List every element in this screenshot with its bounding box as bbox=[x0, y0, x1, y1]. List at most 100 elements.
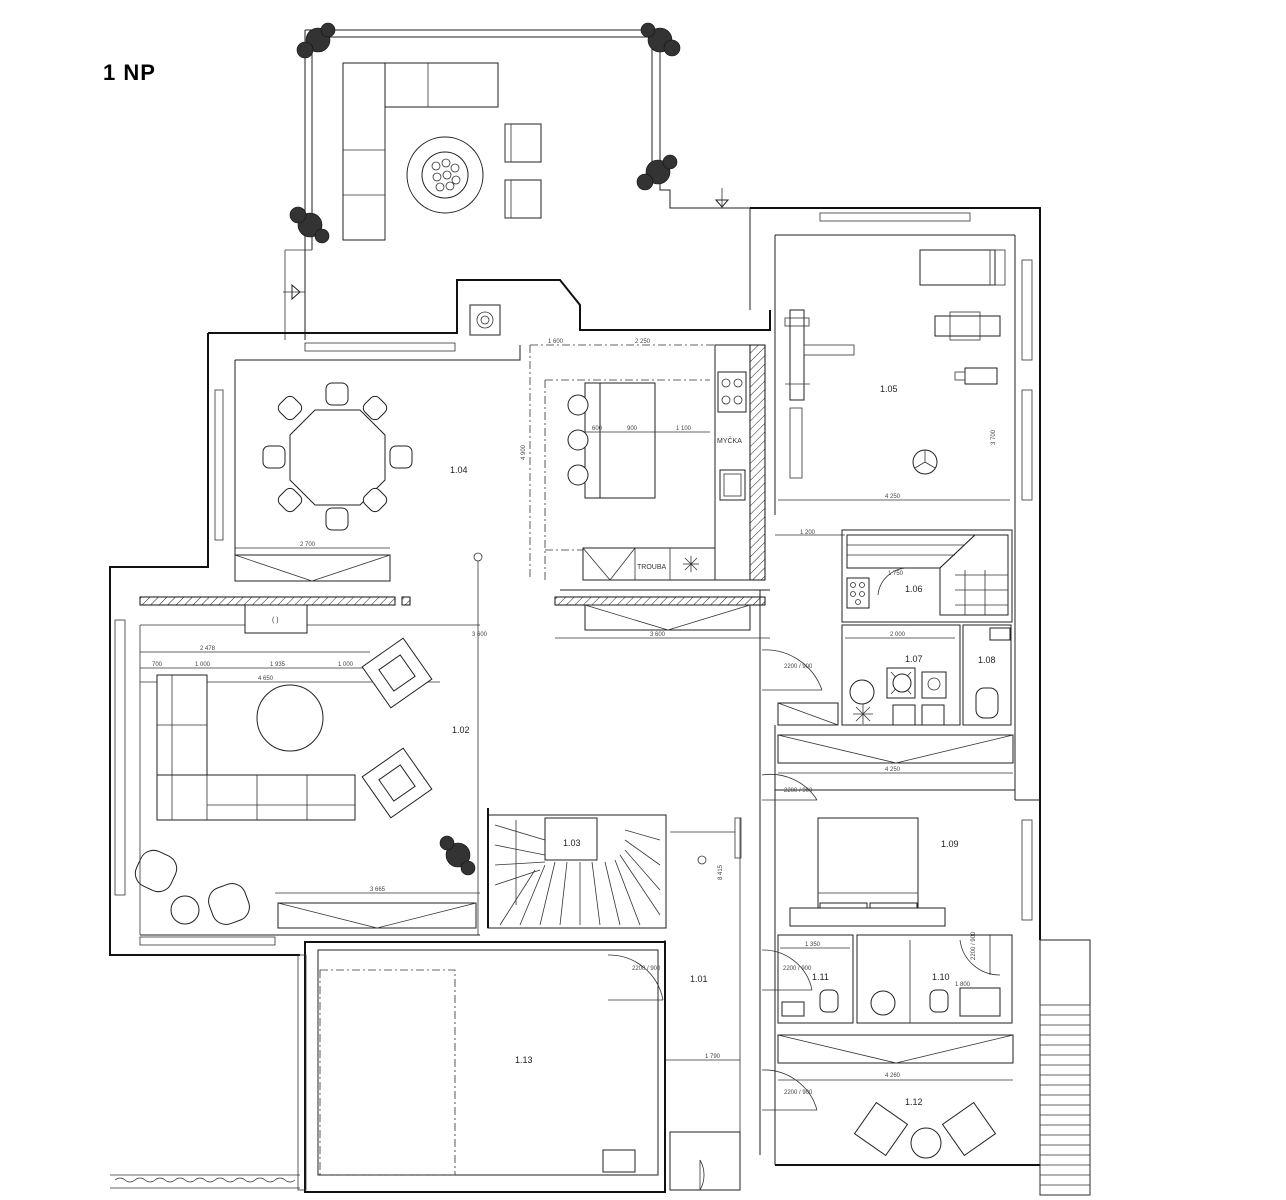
armchair bbox=[941, 1101, 997, 1157]
dim-3600: 3 600 bbox=[650, 632, 666, 638]
room-1.02-living: ( ) 2 478 700 1 000 1 935 1 000 3 600 4 … bbox=[134, 596, 488, 936]
dim-2000: 2 000 bbox=[890, 632, 906, 638]
coffee-table bbox=[256, 684, 324, 752]
door-size: 2200 / 900 bbox=[971, 931, 977, 960]
chimney bbox=[469, 304, 501, 336]
door: 2200 / 900 bbox=[761, 774, 818, 801]
dim-1800: 1 800 bbox=[955, 982, 971, 988]
plant-icon bbox=[439, 835, 476, 876]
door-size: 2200 / 900 bbox=[784, 788, 813, 794]
armchair bbox=[134, 849, 178, 893]
plant-icon bbox=[289, 206, 330, 244]
room-1.13-garage: 1.13 bbox=[110, 941, 666, 1193]
fire-pit-stones bbox=[431, 158, 461, 192]
door-size: 2200 / 900 bbox=[632, 966, 661, 972]
room-1.04-dining: 2 700 1.04 bbox=[234, 382, 483, 935]
floor-label: 1 NP bbox=[103, 60, 156, 85]
room-number: 1.05 bbox=[880, 384, 898, 394]
door: 2200 / 900 bbox=[761, 1069, 818, 1111]
dim-900: 900 bbox=[627, 426, 638, 432]
dim-1750: 1 750 bbox=[888, 571, 904, 577]
kitchen: 1 600 2 250 4 900 600 900 1 100 MYČKA TR… bbox=[521, 339, 770, 639]
toilet bbox=[975, 687, 999, 719]
dim-4900: 4 900 bbox=[521, 444, 527, 460]
door: 2200 / 900 bbox=[761, 949, 813, 991]
label-dishwasher: MYČKA bbox=[717, 436, 742, 445]
plant-icon bbox=[296, 22, 336, 59]
window bbox=[819, 212, 971, 222]
dim-700: 700 bbox=[152, 662, 163, 668]
room-number: 1.04 bbox=[450, 465, 468, 475]
dim-4650: 4 650 bbox=[258, 676, 274, 682]
room-number: 1.06 bbox=[905, 584, 923, 594]
room-1.05-gym: 4 250 3 700 1.05 bbox=[778, 249, 1010, 501]
doors: 2200 / 900 2200 / 900 2200 / 900 2200 / … bbox=[607, 649, 1001, 1111]
window bbox=[1021, 819, 1033, 921]
room-number: 1.10 bbox=[932, 972, 950, 982]
armchair bbox=[208, 883, 250, 925]
dim-3600: 3 600 bbox=[472, 632, 488, 638]
sauna-benches bbox=[847, 544, 1008, 615]
sauna-stove bbox=[846, 577, 870, 609]
sideboard bbox=[234, 554, 391, 582]
room-1.03-stairs: 1.03 bbox=[487, 808, 667, 929]
door-size: 2200 / 900 bbox=[784, 1090, 813, 1096]
room-number: 1.11 bbox=[812, 972, 829, 982]
room-1.10-1.11-wc: 1 350 1 800 1.11 1.10 bbox=[777, 934, 1013, 1024]
exterior-stairs bbox=[1039, 939, 1091, 1196]
stair-treads bbox=[1040, 1014, 1090, 1186]
plant-icon bbox=[636, 154, 678, 191]
toilet bbox=[929, 989, 949, 1013]
wave-line bbox=[114, 1177, 296, 1183]
dim-1600: 1 600 bbox=[548, 339, 564, 345]
window bbox=[304, 342, 456, 352]
door-size: 2200 / 900 bbox=[783, 966, 812, 972]
door: 2200 / 900 bbox=[607, 954, 664, 1001]
dim-4250: 4 250 bbox=[885, 494, 901, 500]
room-number: 1.13 bbox=[515, 1055, 533, 1065]
dim-8415: 8 415 bbox=[718, 864, 724, 880]
double-bed bbox=[817, 817, 919, 909]
window bbox=[1021, 389, 1033, 501]
plant-icon bbox=[640, 22, 681, 57]
snowflake-icon bbox=[683, 556, 699, 572]
kitchen-island bbox=[599, 382, 656, 499]
dim-2250: 2 250 bbox=[635, 339, 651, 345]
armchair bbox=[853, 1101, 909, 1157]
dim-1790: 1 790 bbox=[705, 1054, 721, 1060]
dim-2700: 2 700 bbox=[300, 542, 316, 548]
dim-1000: 1 000 bbox=[338, 662, 354, 668]
dim-1200: 1 200 bbox=[800, 530, 816, 536]
dim-1000: 1 000 bbox=[195, 662, 211, 668]
dim-4250: 4 250 bbox=[885, 767, 901, 773]
room-number: 1.07 bbox=[905, 654, 923, 664]
treadmill bbox=[919, 249, 996, 286]
door: 2200 / 900 bbox=[959, 931, 1001, 976]
rowing-machine bbox=[934, 315, 1001, 337]
exterior-walls bbox=[109, 207, 1041, 956]
terrace bbox=[283, 22, 750, 340]
dining-table bbox=[289, 409, 386, 506]
snowflake-icon bbox=[853, 704, 873, 724]
terrace-armchair-2 bbox=[504, 179, 542, 219]
dim-1100: 1 100 bbox=[676, 426, 692, 432]
dim-1350: 1 350 bbox=[805, 942, 821, 948]
room-number: 1.02 bbox=[452, 725, 470, 735]
dim-2478: 2 478 bbox=[200, 646, 216, 652]
dim-4260: 4 260 bbox=[885, 1073, 901, 1079]
svg-text:( ): ( ) bbox=[272, 617, 279, 624]
room-number: 1.03 bbox=[563, 838, 581, 848]
label-oven: TROUBA bbox=[637, 564, 667, 571]
room-1.07-1.08-bath: 2 000 1.07 1.08 bbox=[841, 624, 1012, 726]
room-number: 1.08 bbox=[978, 655, 996, 665]
window bbox=[139, 936, 276, 946]
storage: 4 250 bbox=[774, 702, 1014, 1165]
dim-600: 600 bbox=[592, 426, 603, 432]
weight-bench bbox=[789, 309, 805, 401]
room-number: 1.01 bbox=[690, 974, 708, 984]
door: 2200 / 900 bbox=[761, 649, 823, 691]
dining-chairs bbox=[262, 382, 413, 531]
room-number: 1.12 bbox=[905, 1097, 923, 1107]
terrace-armchair-1 bbox=[504, 123, 542, 163]
